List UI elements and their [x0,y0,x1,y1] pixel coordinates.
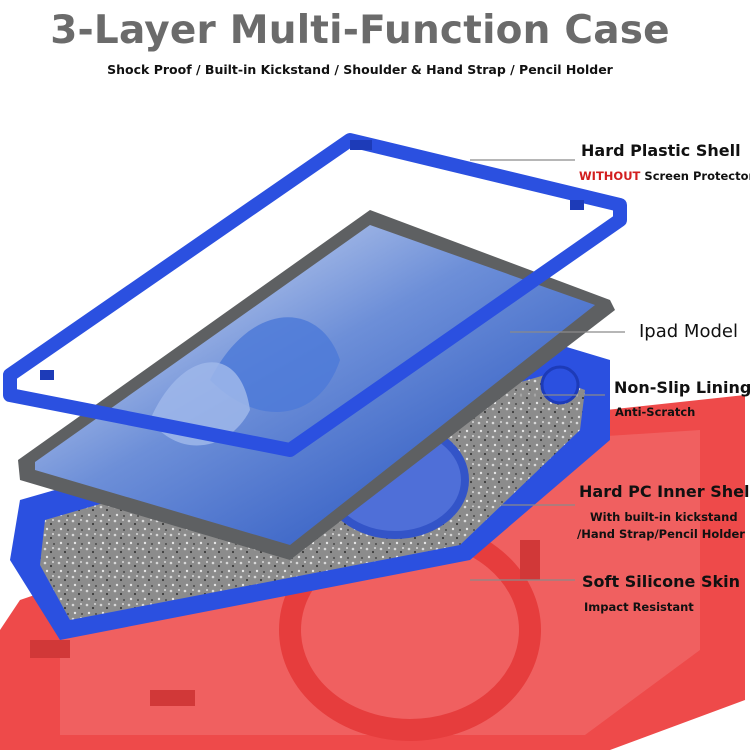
tablet-model [18,210,615,560]
callout-leader-lines [470,159,625,581]
without-warning: WITHOUT [579,169,641,183]
silicone-label: Soft Silicone Skin [582,572,740,591]
hard-shell-note: WITHOUT Screen Protector [579,169,750,183]
inner-shell-note-2: /Hand Strap/Pencil Holder [577,527,745,541]
inner-shell-label: Hard PC Inner Shell [579,482,750,501]
headline: 3-Layer Multi-Function Case [50,8,670,53]
lining-note: Anti-Scratch [615,405,696,419]
inner-shell-note-1: With built-in kickstand [590,510,738,524]
screen-protector-text: Screen Protector [640,169,750,183]
hard-shell-label: Hard Plastic Shell [581,141,741,160]
hard-plastic-shell-layer [3,133,627,457]
lining-label: Non-Slip Lining [614,378,750,397]
silicone-note: Impact Resistant [584,600,694,614]
feature-list: Shock Proof / Built-in Kickstand / Shoul… [107,62,613,77]
model-label: Ipad Model [639,321,738,342]
